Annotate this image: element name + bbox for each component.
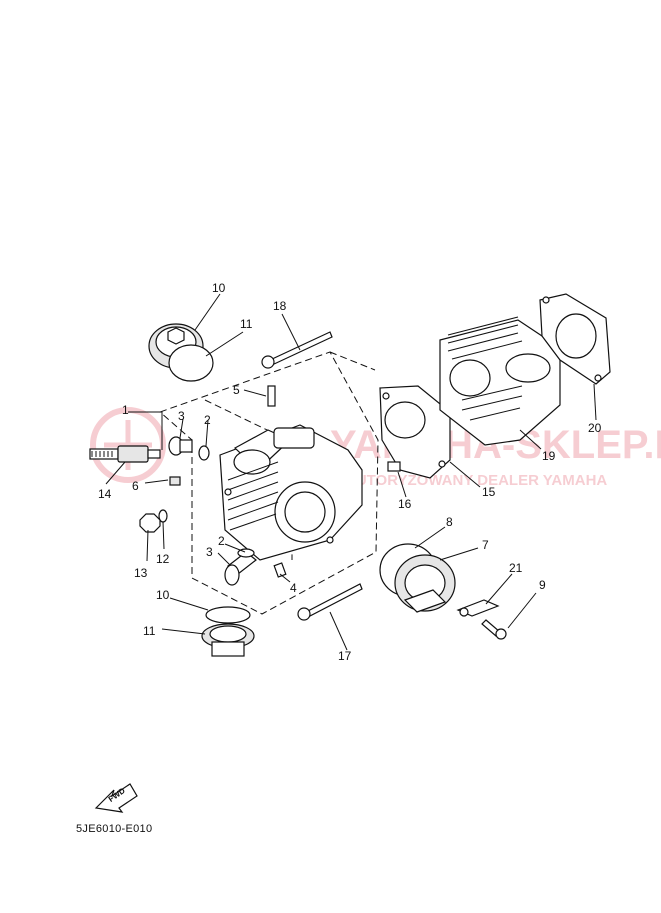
- dowel-16: [387, 461, 401, 472]
- callout-3-bottom: 3: [206, 545, 213, 559]
- oring-11-top: [168, 344, 214, 382]
- callout-20: 20: [588, 421, 602, 435]
- nut-13: [139, 513, 161, 533]
- callout-21: 21: [509, 561, 523, 575]
- callout-18: 18: [273, 299, 287, 313]
- assembly-outline: [159, 351, 379, 615]
- watermark-line2: AUTORYZOWANY DEALER YAMAHA: [345, 472, 607, 489]
- fwd-arrow-icon: FWD: [94, 783, 138, 813]
- callout-2-top: 2: [204, 413, 211, 427]
- plug-3-top: [168, 436, 193, 456]
- stud-5: [267, 385, 276, 407]
- callout-8: 8: [446, 515, 453, 529]
- callout-11-top: 11: [240, 317, 253, 331]
- cover-7: [394, 554, 456, 613]
- gasket-20: [539, 293, 611, 385]
- callout-11-bottom: 10: [156, 588, 170, 602]
- callout-2-bottom: 2: [218, 534, 225, 548]
- oring-2-top: [198, 445, 210, 461]
- bolt-9: [481, 619, 507, 640]
- callout-17: 17: [338, 649, 352, 663]
- callout-9: 9: [539, 578, 546, 592]
- washer-12: [158, 509, 168, 523]
- callout-5: 5: [233, 383, 240, 397]
- gasket-15: [379, 385, 451, 479]
- callout-7: 7: [482, 538, 489, 552]
- bolt-18: [261, 331, 333, 369]
- callout-13: 13: [134, 566, 148, 580]
- callout-15: 15: [482, 485, 496, 499]
- leader-lines: [105, 293, 597, 651]
- cylinder-19: [439, 316, 561, 446]
- callout-1: 1: [122, 403, 129, 417]
- bracket-21: [456, 599, 500, 617]
- bolt-17: [297, 583, 363, 621]
- callout-10-top: 10: [212, 281, 226, 295]
- callout-19: 19: [542, 449, 556, 463]
- cylinder-head: [219, 424, 363, 561]
- diagram-code: 5JE6010-E010: [76, 823, 153, 835]
- callout-10-bottom: 11: [143, 624, 156, 638]
- callout-14: 14: [98, 487, 112, 501]
- callout-6: 6: [132, 479, 139, 493]
- spark-plug: [89, 445, 161, 463]
- plug-3-bottom: [224, 551, 257, 586]
- cap-10-bottom: [201, 623, 255, 657]
- dowel-4: [273, 562, 287, 578]
- callout-16: 16: [398, 497, 412, 511]
- part-6: [169, 476, 181, 486]
- callout-numbers: 10 11 18 5 1 3 2 14 6 13 12 2 3 4 10 11 …: [98, 281, 602, 663]
- callout-4: 4: [290, 581, 297, 595]
- callout-12: 12: [156, 552, 170, 566]
- oring-11-bottom: [205, 606, 251, 624]
- callout-3-top: 3: [178, 409, 185, 423]
- watermark-logo-icon: [90, 407, 166, 483]
